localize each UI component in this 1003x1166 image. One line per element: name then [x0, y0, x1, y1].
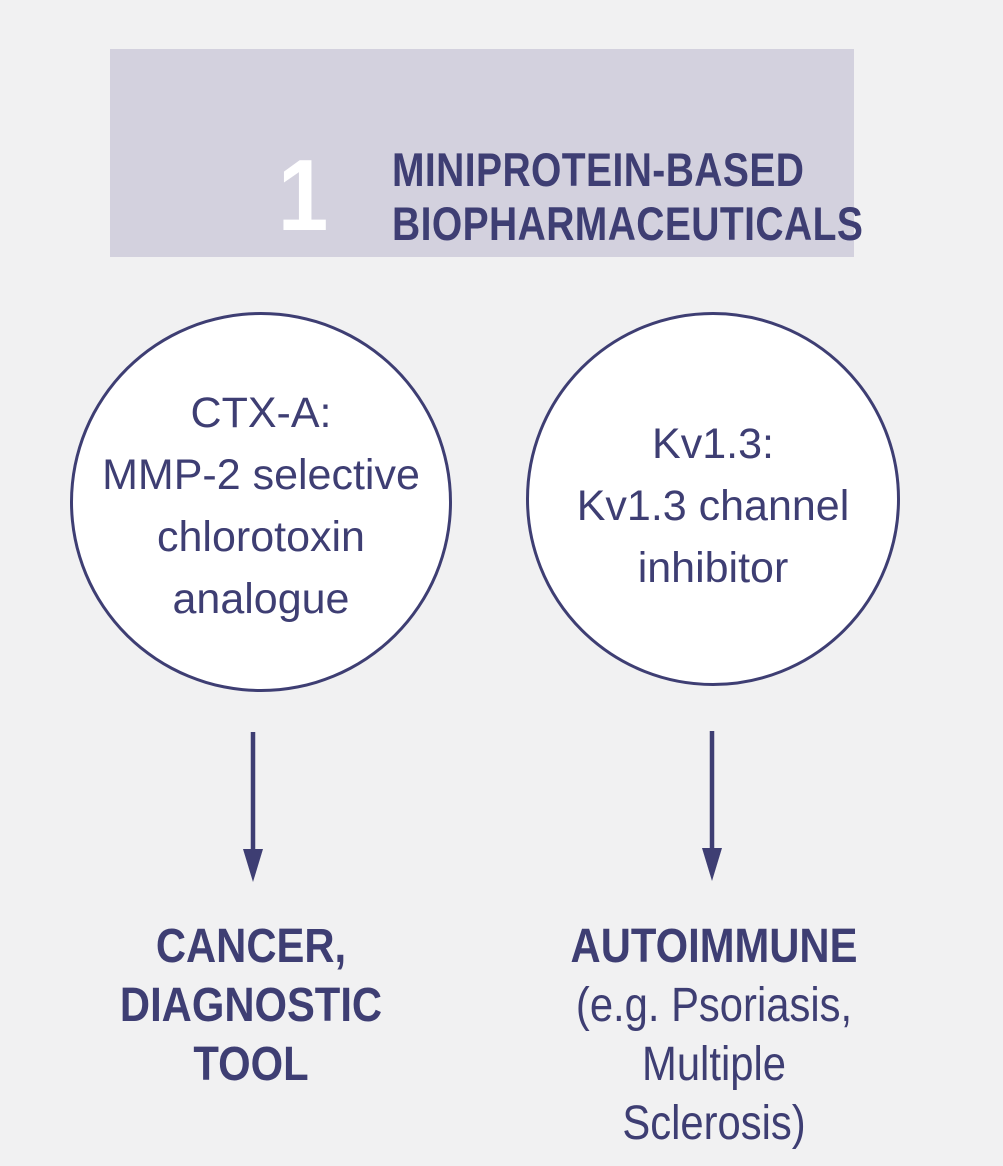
circle-ctx-a-line-4: analogue [172, 575, 350, 623]
section-title-line-2: BIOPHARMACEUTICALS [392, 197, 864, 250]
circle-ctx-a-line-3: chlorotoxin [157, 513, 365, 561]
circle-kv1-3-line-3: inhibitor [637, 544, 789, 592]
outcome-cancer-line-3: TOOL [193, 1038, 309, 1091]
outcome-autoimmune: AUTOIMMUNE (e.g. Psoriasis, Multiple Scl… [557, 917, 870, 1153]
outcome-autoimmune-line-4: Sclerosis) [622, 1097, 806, 1150]
outcome-cancer-line-2: DIAGNOSTIC [119, 979, 383, 1032]
section-title: MINIPROTEIN-BASED BIOPHARMACEUTICALS [392, 143, 863, 251]
outcome-autoimmune-line-2: (e.g. Psoriasis, [575, 979, 853, 1032]
outcome-autoimmune-line-3: Multiple [642, 1038, 786, 1091]
circle-kv1-3-label: Kv1.3: Kv1.3 channel inhibitor [577, 413, 850, 599]
circle-ctx-a-line-1: CTX-A: [190, 389, 332, 437]
section-title-line-1: MINIPROTEIN-BASED [392, 143, 805, 196]
outcome-cancer-line-1: CANCER, [155, 920, 347, 973]
circle-ctx-a-line-2: MMP-2 selective [102, 451, 420, 499]
arrow-down-icon [702, 731, 722, 881]
section-number: 1 [277, 140, 329, 252]
outcome-cancer-diagnostic: CANCER, DIAGNOSTIC TOOL [103, 917, 399, 1094]
circle-ctx-a-label: CTX-A: MMP-2 selective chlorotoxin analo… [102, 382, 420, 630]
outcome-autoimmune-line-1: AUTOIMMUNE [570, 920, 858, 973]
circle-ctx-a: CTX-A: MMP-2 selective chlorotoxin analo… [70, 312, 452, 692]
circle-kv1-3-line-1: Kv1.3: [652, 420, 774, 468]
section-header: 1 MINIPROTEIN-BASED BIOPHARMACEUTICALS [110, 49, 863, 257]
circle-kv1-3-line-2: Kv1.3 channel [576, 482, 850, 530]
arrow-down-icon [243, 732, 263, 882]
circle-kv1-3: Kv1.3: Kv1.3 channel inhibitor [526, 312, 900, 686]
